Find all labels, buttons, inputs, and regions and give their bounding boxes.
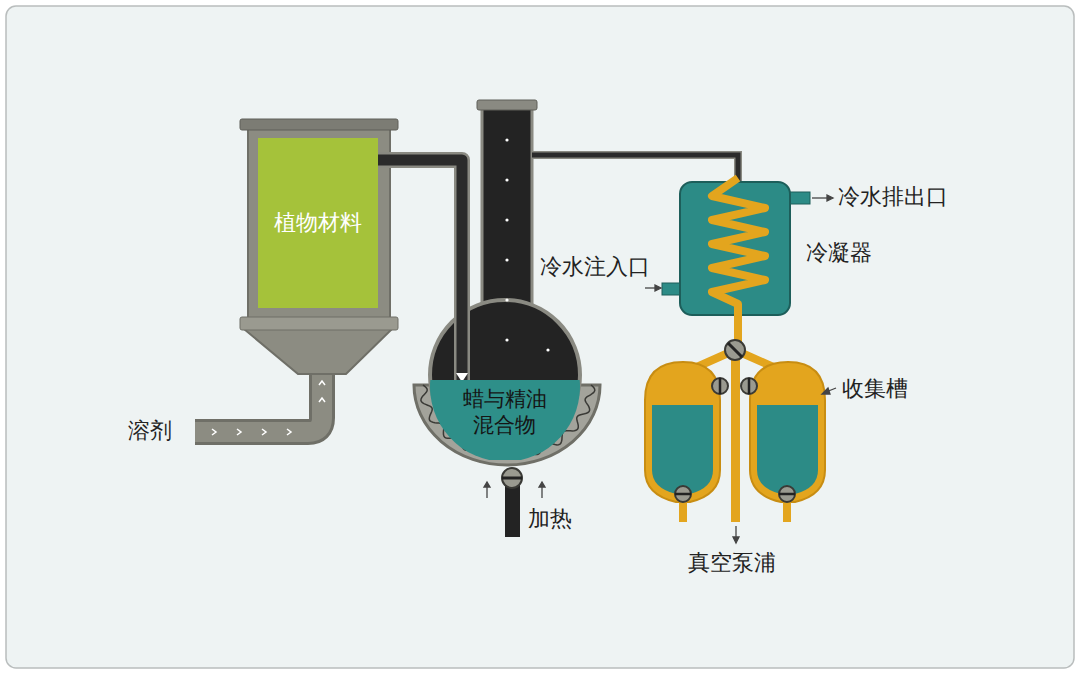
liquid-mixture: 蜡与精油 混合物	[430, 380, 580, 460]
condenser-coil	[712, 178, 765, 342]
vapour-dot	[505, 138, 508, 141]
vapour-dot	[505, 338, 508, 341]
vacuum-pipe	[731, 350, 740, 522]
valve-bar	[502, 477, 522, 480]
node-text: 植物材料	[274, 209, 362, 237]
pipe-core	[378, 160, 462, 382]
outlet-arrow	[812, 197, 828, 198]
extract-pipe	[378, 160, 468, 382]
tank-label: 收集槽	[842, 376, 908, 402]
valve-bar	[748, 378, 751, 394]
heat-label: 加热	[528, 506, 572, 532]
vacuum-arrow	[735, 526, 736, 538]
vacuum-pump-label: 真空泵浦	[688, 550, 776, 576]
valve-bar	[779, 493, 795, 496]
valve	[779, 486, 795, 502]
valve	[675, 486, 691, 502]
flask-neck	[485, 310, 529, 340]
collected-oil	[652, 405, 713, 494]
heat-arrowhead	[484, 482, 490, 487]
condenser-label: 冷凝器	[806, 240, 872, 266]
liquid-fill	[430, 380, 580, 460]
frame	[6, 6, 1074, 668]
solvent-pipe-outline	[195, 372, 322, 432]
vapour-dot	[505, 298, 508, 301]
flow-arrow	[287, 429, 291, 435]
canister-funnel	[244, 329, 392, 374]
tank-leader-head	[822, 388, 830, 394]
plant-material-box: 植物材料	[258, 138, 378, 308]
flow-arrow	[319, 398, 325, 402]
water-outlet-label: 冷水排出口	[838, 184, 948, 210]
collection-tank	[645, 362, 720, 502]
flow-arrow	[237, 429, 241, 435]
vapour-dot	[505, 218, 508, 221]
water-inlet-label: 冷水注入口	[540, 254, 650, 280]
outlet-arrowhead	[827, 195, 833, 201]
flow-arrow	[319, 381, 325, 385]
valve-bar	[719, 378, 722, 394]
vapour-dot	[505, 258, 508, 261]
tank-outlet	[679, 500, 687, 522]
heat-arrows	[484, 482, 545, 498]
distill-column	[482, 108, 532, 348]
pipe-outline	[378, 160, 462, 382]
heat-arrow	[486, 486, 487, 498]
collected-oil	[757, 405, 818, 494]
valve-bar	[728, 343, 742, 357]
valves	[675, 340, 795, 502]
heat-arrow	[541, 486, 542, 498]
tank-outlet	[783, 500, 791, 522]
vapour-pipe	[532, 155, 738, 184]
solvent-pipe	[195, 372, 322, 432]
flow-arrows	[212, 381, 325, 435]
water-arrows	[645, 195, 833, 291]
leader-arrows	[733, 388, 836, 543]
canister-band	[240, 317, 398, 330]
flow-arrow	[262, 429, 266, 435]
solvent-label: 溶剂	[128, 418, 172, 444]
node-text: 蜡与精油 混合物	[460, 386, 550, 439]
canister-body	[248, 128, 390, 320]
valve-bar	[675, 493, 691, 496]
valve	[712, 378, 728, 394]
vapour-dot	[505, 178, 508, 181]
heat-arrowhead	[539, 482, 545, 487]
column-cap	[477, 100, 537, 110]
drain-valve	[502, 468, 522, 488]
flow-arrow	[212, 429, 216, 435]
vapour-pipe-outline	[532, 155, 738, 184]
drain-pipe	[505, 482, 520, 537]
vapour-dot	[546, 348, 549, 351]
valve	[725, 340, 745, 360]
collection-tank	[750, 362, 825, 502]
valve	[741, 378, 757, 394]
vapour-dots	[505, 138, 549, 351]
canister-lid	[240, 119, 398, 130]
inlet-arrowhead	[655, 285, 661, 291]
vacuum-arrowhead	[733, 537, 739, 543]
